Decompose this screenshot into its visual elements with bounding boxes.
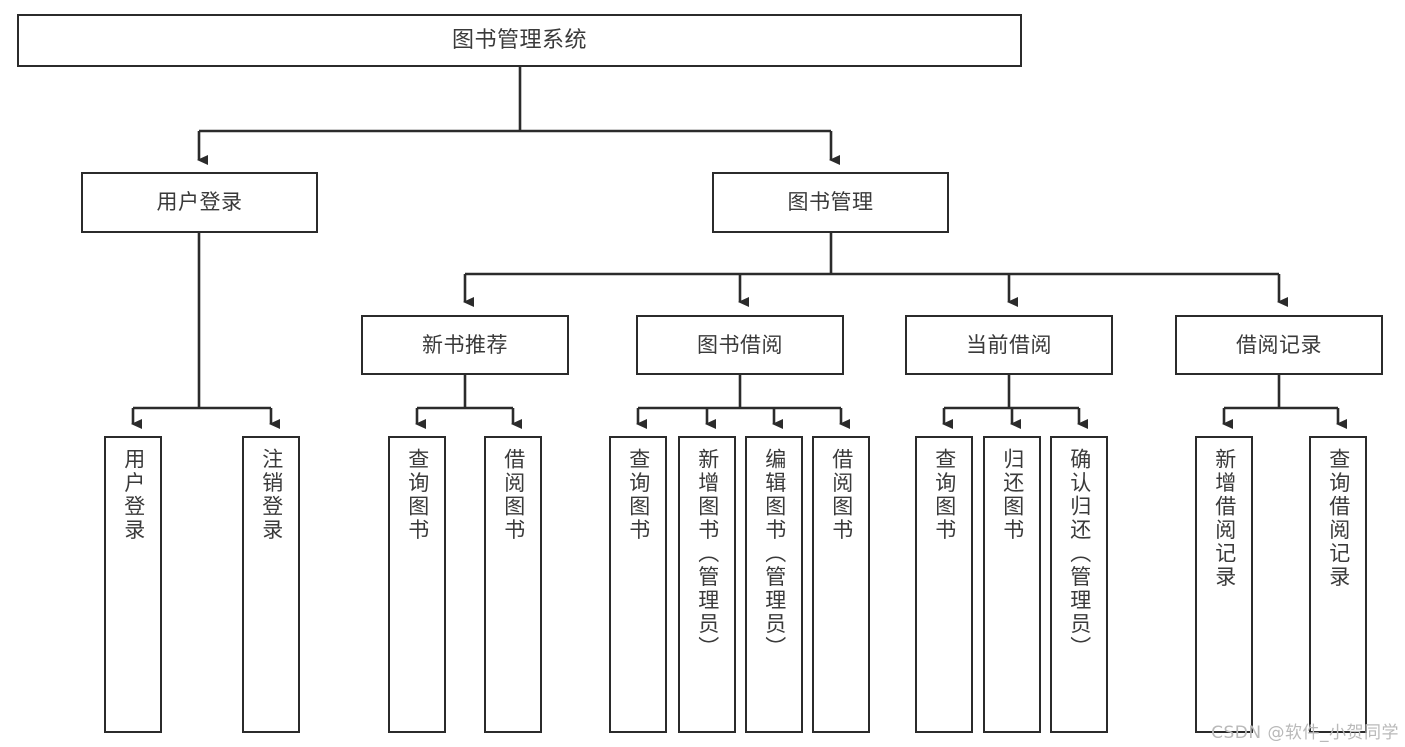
node-label: 查询图书: [626, 448, 651, 542]
node-book-borrow[interactable]: 图书借阅: [636, 315, 844, 375]
leaf-user-login-login[interactable]: 用户登录: [104, 436, 162, 733]
leaf-borrow-record-add[interactable]: 新增借阅记录: [1195, 436, 1253, 733]
node-label: 归还图书: [1000, 448, 1025, 542]
leaf-book-borrow-edit[interactable]: 编辑图书（管理员）: [745, 436, 803, 733]
node-label: 编辑图书（管理员）: [762, 448, 787, 660]
node-label: 查询图书: [405, 448, 430, 542]
leaf-borrow-record-query[interactable]: 查询借阅记录: [1309, 436, 1367, 733]
node-label: 借阅记录: [1236, 332, 1322, 357]
leaf-new-book-borrow[interactable]: 借阅图书: [484, 436, 542, 733]
leaf-book-borrow-query[interactable]: 查询图书: [609, 436, 667, 733]
leaf-user-login-logout[interactable]: 注销登录: [242, 436, 300, 733]
node-label: 用户登录: [121, 448, 146, 542]
node-book-management[interactable]: 图书管理: [712, 172, 949, 233]
node-label: 注销登录: [259, 448, 284, 542]
leaf-current-borrow-confirm-return[interactable]: 确认归还（管理员）: [1050, 436, 1108, 733]
node-label: 新增借阅记录: [1212, 448, 1237, 589]
node-label: 借阅图书: [829, 448, 854, 542]
node-root-book-management-system[interactable]: 图书管理系统: [17, 14, 1022, 67]
leaf-book-borrow-add[interactable]: 新增图书（管理员）: [678, 436, 736, 733]
watermark: CSDN @软件_小贺同学: [1211, 723, 1399, 743]
node-new-book-recommend[interactable]: 新书推荐: [361, 315, 569, 375]
node-label: 图书管理系统: [451, 27, 587, 53]
node-label: 图书管理: [787, 190, 874, 215]
node-label: 图书借阅: [697, 332, 783, 357]
node-label: 查询借阅记录: [1326, 448, 1351, 589]
node-label: 新书推荐: [422, 332, 508, 357]
node-label: 用户登录: [156, 190, 243, 215]
leaf-current-borrow-return[interactable]: 归还图书: [983, 436, 1041, 733]
node-label: 确认归还（管理员）: [1067, 448, 1092, 660]
node-label: 查询图书: [932, 448, 957, 542]
node-label: 借阅图书: [501, 448, 526, 542]
node-current-borrow[interactable]: 当前借阅: [905, 315, 1113, 375]
node-borrow-record[interactable]: 借阅记录: [1175, 315, 1383, 375]
leaf-current-borrow-query[interactable]: 查询图书: [915, 436, 973, 733]
node-user-login[interactable]: 用户登录: [81, 172, 318, 233]
node-label: 当前借阅: [966, 332, 1052, 357]
leaf-book-borrow-borrow[interactable]: 借阅图书: [812, 436, 870, 733]
node-label: 新增图书（管理员）: [695, 448, 720, 660]
leaf-new-book-query[interactable]: 查询图书: [388, 436, 446, 733]
